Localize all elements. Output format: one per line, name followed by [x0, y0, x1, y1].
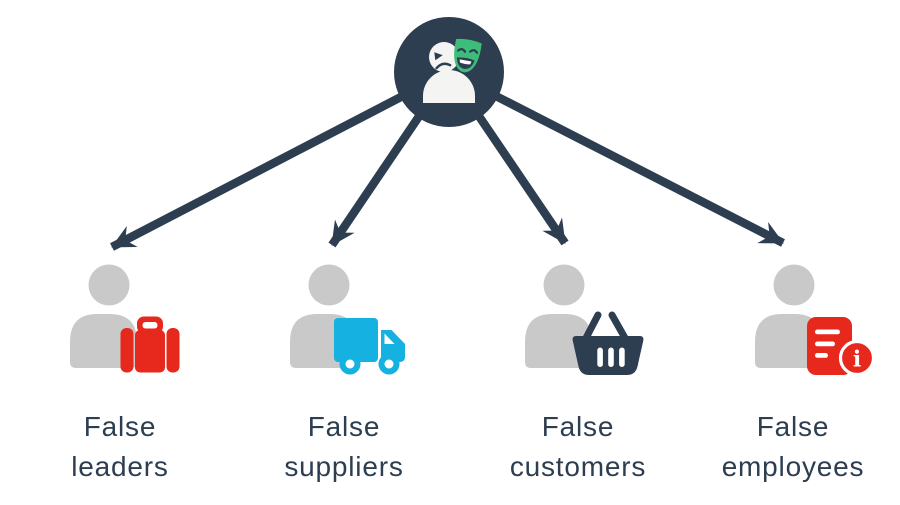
impersonator-node	[394, 17, 504, 127]
label-false-customers: False customers	[468, 407, 688, 487]
shopping-basket-icon	[572, 311, 644, 375]
label-line: False	[756, 411, 830, 442]
sad-mask-icon	[429, 42, 459, 72]
arrow-to-false-employees	[447, 68, 785, 247]
info-badge-glyph: i	[853, 347, 861, 373]
sad-mask-mouth	[435, 62, 452, 70]
basket-handle-left	[582, 311, 602, 342]
label-false-suppliers: False suppliers	[234, 407, 454, 487]
label-line: leaders	[71, 451, 169, 482]
basket-handle-right	[608, 311, 629, 342]
happy-mask-teeth	[459, 59, 472, 65]
happy-mask-eye-left	[457, 48, 467, 53]
label-line: False	[83, 411, 157, 442]
info-badge	[838, 339, 876, 377]
happy-mask-icon	[454, 38, 482, 73]
label-line: False	[541, 411, 615, 442]
document-info-icon: i	[807, 317, 876, 377]
arrow-to-false-leaders	[110, 68, 451, 251]
label-false-employees: False employees	[683, 407, 900, 487]
label-line: False	[307, 411, 381, 442]
person-group	[70, 264, 822, 368]
impersonator-body	[423, 70, 475, 103]
briefcase-icon	[120, 316, 180, 373]
label-line: employees	[721, 451, 865, 482]
label-false-leaders: False leaders	[10, 407, 230, 487]
truck-window	[384, 333, 395, 344]
sad-mask-eye	[434, 52, 443, 61]
label-line: suppliers	[284, 451, 404, 482]
theater-masks-icon	[429, 38, 482, 73]
label-line: customers	[509, 451, 647, 482]
delivery-truck-icon	[334, 318, 405, 375]
happy-mask-eye-right	[469, 49, 479, 54]
